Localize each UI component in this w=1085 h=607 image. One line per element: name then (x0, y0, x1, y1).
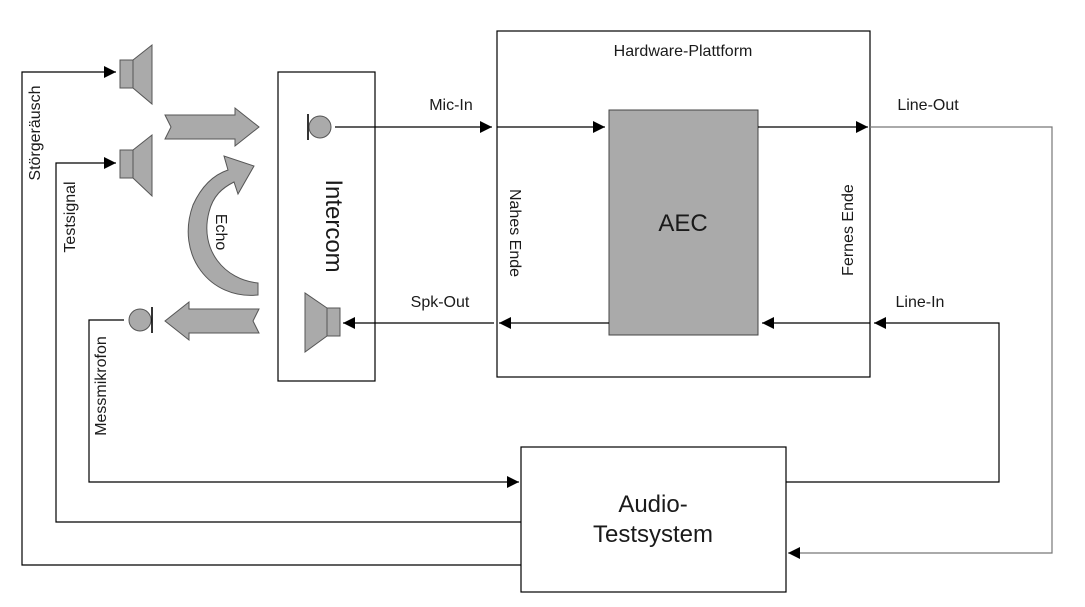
intercom-microphone-icon (307, 114, 332, 140)
audio-testsystem-label-line2: Testsystem (593, 521, 713, 548)
testsignal-label: Testsignal (62, 181, 79, 252)
line-in-label: Line-In (896, 294, 945, 311)
echo-arrow-icon (187, 155, 259, 296)
mic-in-label: Mic-In (429, 97, 473, 114)
measurement-microphone-icon (128, 307, 153, 333)
audio-testsystem-box (520, 446, 787, 593)
echo-label: Echo (212, 214, 229, 251)
sound-to-intercom-arrow-icon (164, 106, 260, 148)
testsystem-to-line-in-line (786, 317, 1000, 483)
intercom-speaker-icon (304, 292, 341, 353)
audio-testsystem-label-line1: Audio- (618, 491, 687, 518)
spk-out-label: Spk-Out (411, 294, 470, 311)
hardware-platform-label: Hardware-Plattform (614, 43, 753, 60)
nahes-ende-label: Nahes Ende (506, 189, 523, 277)
aec-label: AEC (658, 210, 707, 237)
stoergeraeusch-line (21, 66, 521, 566)
stoergeraeusch-label: Störgeräusch (27, 85, 44, 180)
fernes-ende-label: Fernes Ende (840, 184, 857, 276)
aec-block (608, 109, 759, 336)
line-out-label: Line-Out (897, 97, 959, 114)
intercom-label: Intercom (320, 179, 347, 272)
messmikrofon-line (88, 319, 519, 488)
noise-speaker-icon (119, 43, 153, 106)
line-out-to-testsystem-line (788, 126, 1053, 559)
sound-from-intercom-arrow-icon (164, 300, 260, 342)
testsignal-line (55, 157, 521, 523)
messmikrofon-label: Messmikrofon (93, 336, 110, 436)
testsignal-speaker-icon (119, 133, 153, 198)
